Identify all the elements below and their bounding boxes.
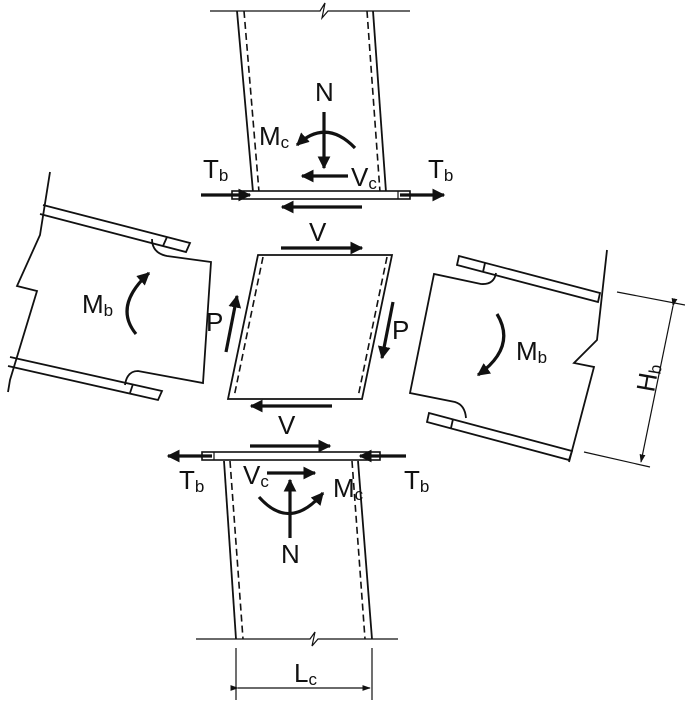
left-beam-bottom-flange bbox=[7, 356, 164, 402]
label-column-moment-bottom: Mc bbox=[333, 473, 364, 504]
right-beam bbox=[408, 249, 608, 463]
label-axial-bottom: N bbox=[281, 539, 300, 569]
label-tension-bottom-right: Tb bbox=[404, 465, 429, 496]
label-column-width-dim: Lc bbox=[294, 658, 317, 689]
label-panel-force-right: P bbox=[392, 315, 409, 345]
label-panel-force-left: P bbox=[206, 307, 223, 337]
label-tension-top-right: Tb bbox=[428, 154, 453, 185]
label-tension-bottom-left: Tb bbox=[179, 465, 204, 496]
label-column-shear-top: Vc bbox=[351, 162, 377, 193]
label-tension-top-left: Tb bbox=[203, 154, 228, 185]
label-column-moment-top: Mc bbox=[259, 121, 290, 152]
label-axial-top: N bbox=[315, 77, 334, 107]
break-line-top bbox=[210, 2, 410, 21]
column-moment-arrow-bottom bbox=[257, 491, 325, 516]
beam-moment-arrow-right bbox=[476, 313, 506, 377]
bottom-column bbox=[196, 460, 398, 647]
column-flange-left bbox=[236, 10, 254, 193]
joint-panel-zone bbox=[224, 241, 395, 413]
label-beam-moment-left: Mb bbox=[82, 289, 113, 320]
left-beam-web bbox=[124, 238, 212, 386]
label-panel-shear-top: V bbox=[309, 217, 327, 247]
column-flange-left-bottom bbox=[223, 460, 237, 640]
column-moment-arrow-top bbox=[295, 130, 357, 150]
label-column-shear-bottom: Vc bbox=[243, 460, 269, 491]
panel-force-arrow-right bbox=[377, 301, 395, 360]
bottom-column-forces bbox=[166, 439, 406, 538]
right-beam-bottom-flange bbox=[425, 411, 574, 462]
right-beam-web bbox=[408, 272, 497, 419]
bottom-diaphragm-plate bbox=[201, 451, 381, 461]
top-column bbox=[210, 2, 410, 193]
left-beam-top-flange bbox=[39, 204, 192, 254]
label-beam-depth-dim: Hb bbox=[630, 361, 665, 394]
left-beam-break-line bbox=[7, 171, 51, 393]
right-beam-top-flange bbox=[455, 254, 602, 304]
right-beam-break-line bbox=[568, 249, 608, 463]
label-beam-moment-right: Mb bbox=[516, 336, 547, 367]
left-beam bbox=[7, 171, 212, 402]
panel-force-arrow-left bbox=[224, 294, 242, 353]
column-width-dimension bbox=[230, 648, 373, 700]
top-column-forces bbox=[201, 112, 446, 214]
column-flange-right bbox=[372, 10, 387, 193]
beam-depth-dimension bbox=[583, 291, 685, 468]
label-panel-shear-bottom: V bbox=[278, 410, 296, 440]
column-flange-right-bottom bbox=[357, 460, 373, 640]
beam-moment-arrow-left bbox=[125, 271, 151, 336]
break-line-bottom bbox=[196, 631, 398, 647]
top-diaphragm-plate bbox=[231, 190, 411, 200]
